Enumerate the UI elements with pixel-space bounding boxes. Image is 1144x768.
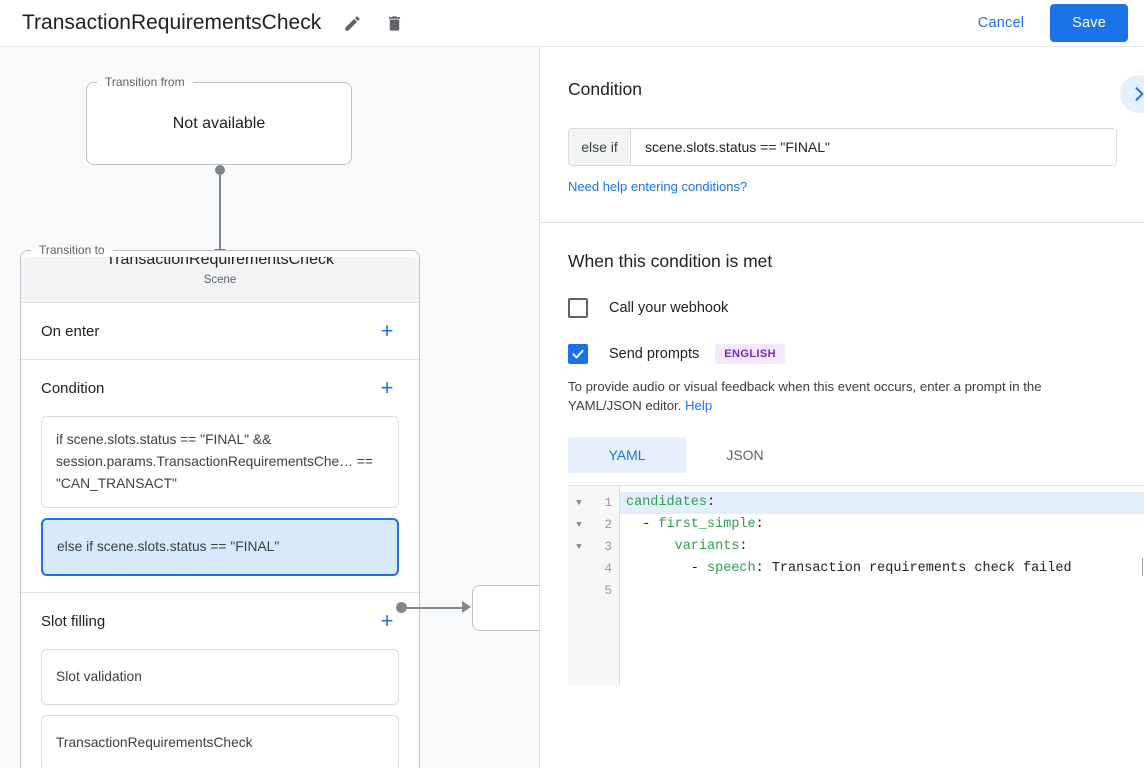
editor-code-area[interactable]: candidates: - first_simple: variants: - … <box>620 486 1144 685</box>
section-slot-filling-title: Slot filling <box>41 612 106 630</box>
yaml-key: first_simple <box>658 517 756 532</box>
send-prompts-label: Send prompts <box>609 346 700 362</box>
add-condition-button[interactable]: + <box>380 375 394 400</box>
prompts-helper-sentence: To provide audio or visual feedback when… <box>568 379 1042 413</box>
save-button[interactable]: Save <box>1050 4 1128 42</box>
editor-format-tabs: YAML JSON <box>568 437 1117 473</box>
condition-card-if[interactable]: if scene.slots.status == "FINAL" && sess… <box>41 416 399 508</box>
section-on-enter-header: On enter + <box>41 303 399 359</box>
editor-code-line <box>620 580 1144 602</box>
scene-node-header: TransactionRequirementsCheck Scene <box>21 247 419 303</box>
condition-edge-handle[interactable] <box>396 602 407 613</box>
editor-code-line: - speech: Transaction requirements check… <box>626 561 1072 576</box>
transition-from-legend: Transition from <box>105 75 185 89</box>
condition-help-link[interactable]: Need help entering conditions? <box>568 179 748 194</box>
tab-yaml[interactable]: YAML <box>568 437 686 473</box>
prompts-helper-text: To provide audio or visual feedback when… <box>568 377 1117 415</box>
fold-triangle-icon[interactable]: ▼ <box>576 542 582 552</box>
flow-canvas[interactable]: Transition from Not available Transition… <box>0 47 540 768</box>
yaml-key: candidates <box>626 495 708 510</box>
editor-gutter-line: 5 <box>568 580 619 602</box>
editor-caret <box>1142 558 1143 576</box>
editor-line-number: 5 <box>604 584 612 598</box>
call-webhook-checkbox[interactable] <box>568 298 588 318</box>
panel-when-met-section: When this condition is met Call your web… <box>541 223 1144 473</box>
condition-prefix-label: else if <box>569 129 631 165</box>
editor-line-number: 3 <box>604 540 612 554</box>
section-condition-header: Condition + <box>41 360 399 416</box>
editor-gutter-line: ▼1 <box>568 492 619 514</box>
slot-transaction-card[interactable]: TransactionRequirementsCheck <box>41 715 399 768</box>
section-on-enter: On enter + <box>21 303 419 360</box>
editor-gutter-line: ▼3 <box>568 536 619 558</box>
condition-edge-line <box>405 607 467 609</box>
condition-expression-input[interactable] <box>631 129 1116 165</box>
tab-json[interactable]: JSON <box>726 447 764 463</box>
top-bar: TransactionRequirementsCheck Cancel Save <box>0 0 1144 47</box>
section-slot-filling-header: Slot filling + <box>41 593 399 649</box>
editor-code-line: candidates: <box>620 492 1144 514</box>
fold-triangle-icon[interactable]: ▼ <box>576 520 582 530</box>
transition-from-value: Not available <box>172 114 266 132</box>
chevron-right-icon[interactable] <box>1120 75 1144 113</box>
language-badge: ENGLISH <box>715 344 785 364</box>
call-webhook-label: Call your webhook <box>609 300 729 316</box>
editor-gutter-line: ▼2 <box>568 514 619 536</box>
transition-from-node: Transition from Not available <box>86 75 352 165</box>
transition-to-node: Transition to TransactionRequirementsChe… <box>20 243 420 768</box>
prompts-help-link[interactable]: Help <box>685 398 713 413</box>
section-slot-filling: Slot filling + Slot validation Transacti… <box>21 593 419 768</box>
editor-line-number: 2 <box>604 518 612 532</box>
editor-line-number: 4 <box>604 562 612 576</box>
trash-icon[interactable] <box>379 8 409 38</box>
scene-node-subtitle: Scene <box>203 274 237 286</box>
panel-condition-heading: Condition <box>568 79 642 99</box>
section-slot-filling-body: Slot validation TransactionRequirementsC… <box>41 649 399 768</box>
condition-edge-arrowhead <box>462 601 471 613</box>
editor-code-line: - first_simple: <box>626 517 764 532</box>
webhook-row[interactable]: Call your webhook <box>568 298 1117 318</box>
when-met-heading: When this condition is met <box>568 251 773 271</box>
target-node-stub[interactable] <box>472 585 539 631</box>
editor-gutter-line: 4 <box>568 558 619 580</box>
section-on-enter-title: On enter <box>41 322 100 340</box>
send-prompts-checkbox[interactable] <box>568 344 588 364</box>
section-condition-body: if scene.slots.status == "FINAL" && sess… <box>41 416 399 592</box>
section-condition: Condition + if scene.slots.status == "FI… <box>21 360 419 593</box>
details-panel: Condition else if Need help entering con… <box>541 47 1144 768</box>
pencil-icon[interactable] <box>337 8 367 38</box>
slot-validation-card[interactable]: Slot validation <box>41 649 399 705</box>
page-title: TransactionRequirementsCheck <box>22 11 322 34</box>
send-prompts-row[interactable]: Send prompts ENGLISH <box>568 344 1117 364</box>
yaml-key: variants <box>674 539 740 554</box>
transition-to-legend: Transition to <box>39 243 105 257</box>
yaml-key: speech <box>707 561 756 576</box>
editor-line-number: 1 <box>604 496 612 510</box>
fold-triangle-icon[interactable]: ▼ <box>576 498 582 508</box>
editor-code-line: variants: <box>674 539 748 554</box>
panel-condition-section: Condition else if Need help entering con… <box>541 47 1144 223</box>
cancel-button[interactable]: Cancel <box>977 15 1025 31</box>
section-condition-title: Condition <box>41 379 105 397</box>
condition-card-else-if[interactable]: else if scene.slots.status == "FINAL" <box>41 518 399 576</box>
condition-input-group[interactable]: else if <box>568 128 1117 166</box>
add-slot-filling-button[interactable]: + <box>380 608 394 633</box>
add-on-enter-button[interactable]: + <box>380 318 394 343</box>
